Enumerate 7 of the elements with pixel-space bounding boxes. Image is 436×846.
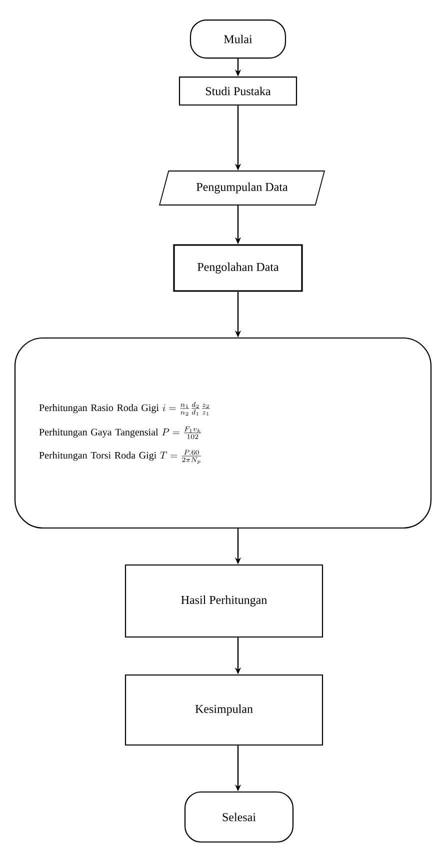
start-terminator: Mulai	[190, 19, 286, 59]
process-box: Hasil Perhitungan	[124, 564, 324, 638]
process-box: Pengolahan Data	[173, 244, 303, 292]
end-terminator: Selesai	[184, 791, 294, 843]
process-box: Perhitungan Rasio Roda Gigi $i = \frac{n_1}{n_2}\frac{d_2}{d_1}\frac{z_2}{z_1}$ Perhitungan Gaya Tangensial $P = \frac{F_1 v_k}{102}$ Perhitungan Torsi Roda Gigi $T = \frac{P.60}{2\pi N_p}$	[14, 337, 432, 529]
process-box: Studi Pustaka	[178, 76, 298, 106]
process-box: Kesimpulan	[124, 674, 324, 746]
